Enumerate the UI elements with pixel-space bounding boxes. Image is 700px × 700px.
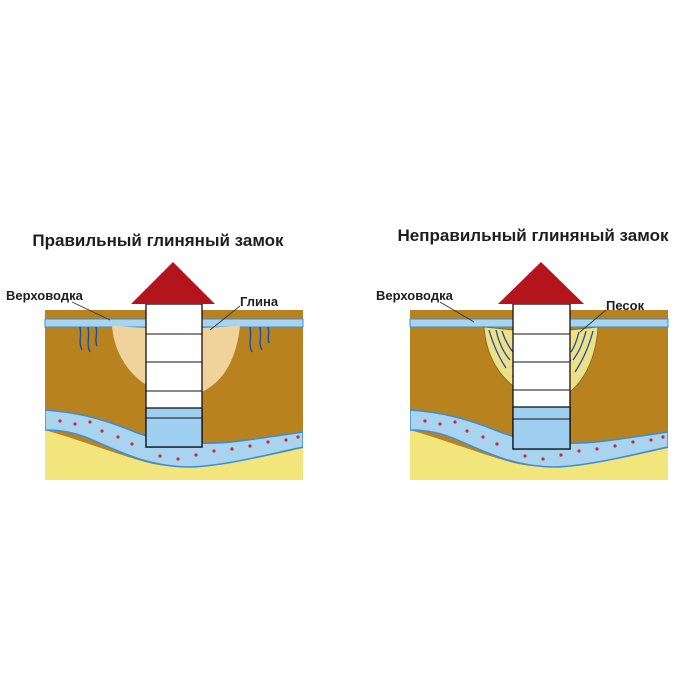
- aquifer-dot: [230, 447, 234, 451]
- aquifer-dot: [453, 420, 457, 424]
- aquifer-dot: [116, 435, 120, 439]
- aquifer-dot: [248, 444, 252, 448]
- aquifer-dot: [158, 454, 162, 458]
- clay-lock-icon: [112, 326, 148, 386]
- aquifer-layer: [45, 409, 303, 468]
- aquifer-dot: [649, 438, 653, 442]
- aquifer-dot: [176, 457, 180, 461]
- aquifer-dot: [465, 429, 469, 433]
- sand-layer: [45, 430, 303, 480]
- sand-fill-icon: [569, 326, 599, 393]
- aquifer-dot: [73, 422, 77, 426]
- aquifer-dot: [481, 435, 485, 439]
- aquifer-dot: [130, 442, 134, 446]
- roof-icon: [498, 262, 584, 304]
- aquifer-dot: [284, 438, 288, 442]
- aquifer-dot: [631, 440, 635, 444]
- clay-lock-icon: [202, 326, 240, 392]
- well-shaft-icon: [145, 303, 203, 448]
- well-water: [145, 407, 203, 448]
- aquifer-dot: [595, 447, 599, 451]
- aquifer-dot: [296, 435, 300, 439]
- aquifer-layer: [410, 409, 668, 468]
- label-sand: Песок: [606, 298, 645, 313]
- panel-correct-title: Правильный глиняный замок: [32, 231, 284, 250]
- sand-layer: [410, 430, 668, 480]
- perched-water-seep-icon: [79, 326, 270, 353]
- label-clay: Глина: [240, 294, 279, 309]
- aquifer-dot: [88, 420, 92, 424]
- aquifer-dot: [266, 440, 270, 444]
- aquifer-dot: [58, 419, 62, 423]
- aquifer-dot: [523, 454, 527, 458]
- panel-incorrect: Неправильный глиняный замок: [376, 226, 669, 480]
- aquifer-dot: [613, 444, 617, 448]
- aquifer-dot: [438, 422, 442, 426]
- aquifer-dot: [194, 453, 198, 457]
- aquifer-dot: [541, 457, 545, 461]
- aquifer-dot: [495, 442, 499, 446]
- panel-correct: Правильный глиняный замок: [6, 231, 304, 480]
- aquifer-dot: [212, 449, 216, 453]
- well-shaft-icon: [512, 303, 571, 450]
- label-perched-water: Верховодка: [6, 288, 84, 303]
- label-perched-water: Верховодка: [376, 288, 454, 303]
- aquifer-dot: [661, 435, 665, 439]
- well-water: [512, 406, 571, 450]
- aquifer-dot: [100, 429, 104, 433]
- panel-incorrect-title: Неправильный глиняный замок: [398, 226, 669, 245]
- roof-icon: [131, 262, 215, 304]
- aquifer-dot: [559, 453, 563, 457]
- aquifer-dot: [423, 419, 427, 423]
- aquifer-dot: [577, 449, 581, 453]
